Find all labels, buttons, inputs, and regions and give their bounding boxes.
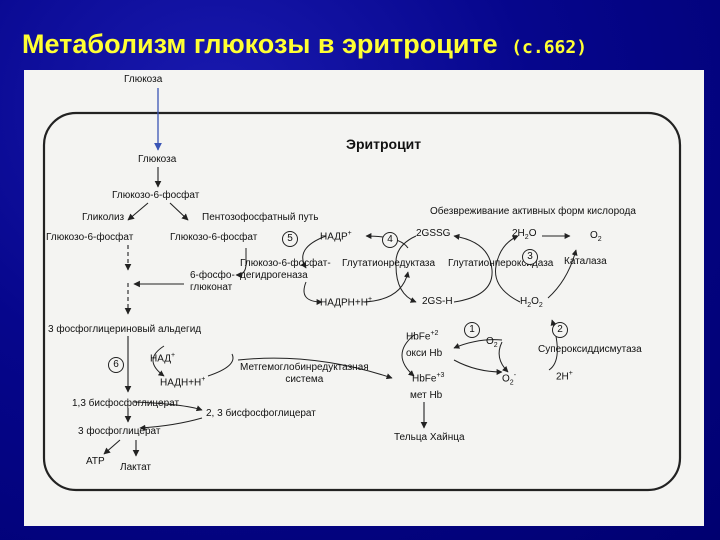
step-number-5: 5 [282,231,298,247]
label-g6p-left: Глюкозо-6-фосфат [46,232,134,243]
label-nadp: НАДР+ [320,230,352,243]
label-glucose-outside: Глюкоза [124,74,163,85]
text-hbfe2: HbFe [406,331,431,343]
step-number-2: 2 [552,322,568,338]
label-nadph: НАДРН+Н+ [320,296,373,309]
text-water-h: 2Н [512,228,525,239]
slide-title: Метаболизм глюкозы в эритроците (с.662) [22,24,587,64]
text-nadph: НАДРН+Н [320,297,368,309]
text-hbfe3-ox: +3 [436,372,445,379]
label-sod: Супероксиддисмутаза [538,344,642,355]
label-proton: 2Н+ [556,370,573,383]
text-superoxide: О [502,373,510,385]
label-gsh: 2GS-H [422,296,453,307]
text-peroxide-o: О [531,296,539,307]
label-water: 2Н2О [512,228,537,241]
text-peroxide-h: H [520,296,528,307]
label-glutathione-reductase: Глутатионредуктаза [342,258,436,269]
label-erythrocyte: Эритроцит [346,136,422,152]
text-o2: О [486,336,494,347]
text-oxygen: О [590,230,598,241]
label-hbfe2: HbFe+2 [406,328,438,343]
page-reference: (с.662) [511,37,588,58]
step-number-6: 6 [108,357,124,373]
label-met-hb: мет Hb [410,390,443,401]
label-3-pg: 3 фосфоглицерат [78,426,161,437]
label-lactate: Лактат [120,462,152,473]
label-g6p-top: Глюкозо-6-фосфат [112,190,200,201]
label-neutralization: Обезвреживание активных форм кислорода [430,206,636,217]
label-13-bpg: 1,3 бисфосфоглицерат [72,398,180,409]
cell-membrane [42,111,682,492]
step-number-1: 1 [464,322,480,338]
label-6-phosphogluconate: 6-фосфо- глюконат [190,270,235,293]
label-o2: О2 [486,336,498,349]
step-number-3: 3 [522,249,538,265]
label-catalase: Каталаза [564,256,607,267]
label-heinz-bodies: Тельца Хайнца [394,432,465,443]
label-glycolysis: Гликолиз [82,212,125,223]
text-hbfe3: HbFe [412,373,437,385]
label-g6p-right: Глюкозо-6-фосфат [170,232,258,243]
label-g6pdh: Глюкозо-6-фосфат- дегидрогеназа [240,258,331,281]
title-text: Метаболизм глюкозы в эритроците [22,29,498,59]
label-gssg: 2GSSG [416,228,451,239]
label-pentose-pathway: Пентозофосфатный путь [202,212,319,223]
text-hbfe2-ox: +2 [430,330,439,337]
label-oxygen: О2 [590,230,602,243]
label-methb-reductase: Метгемоглобинредуктазная система [240,362,369,385]
label-hbfe3: HbFe+3 [412,370,444,385]
text-nadp: НАДР [320,231,348,243]
text-proton: 2Н [556,371,569,383]
label-atp: АТР [86,456,105,467]
text-water-o: О [528,228,537,239]
label-nadh: НАДН+Н+ [160,376,206,389]
label-23-bpg: 2, 3 бисфосфоглицерат [206,408,316,419]
text-nad: НАД [150,353,171,365]
label-oxy-hb: окси Hb [406,348,443,359]
label-glyceraldehyde: 3 фосфоглицериновый альдегид [48,324,202,335]
label-peroxide: H2О2 [520,296,543,309]
label-glucose-inside: Глюкоза [138,154,177,165]
text-nadh: НАДН+Н [160,377,202,389]
step-number-4: 4 [382,232,398,248]
label-glutathione-peroxidase: Глутатионпероксидаза [448,258,554,269]
diagram-scan: Глюкоза Эритроцит Глюкоза Глюкозо-6-фосф… [24,70,704,526]
label-superoxide: О2- [502,372,517,387]
diagram-lines [42,88,682,492]
label-nad: НАД+ [150,352,176,365]
